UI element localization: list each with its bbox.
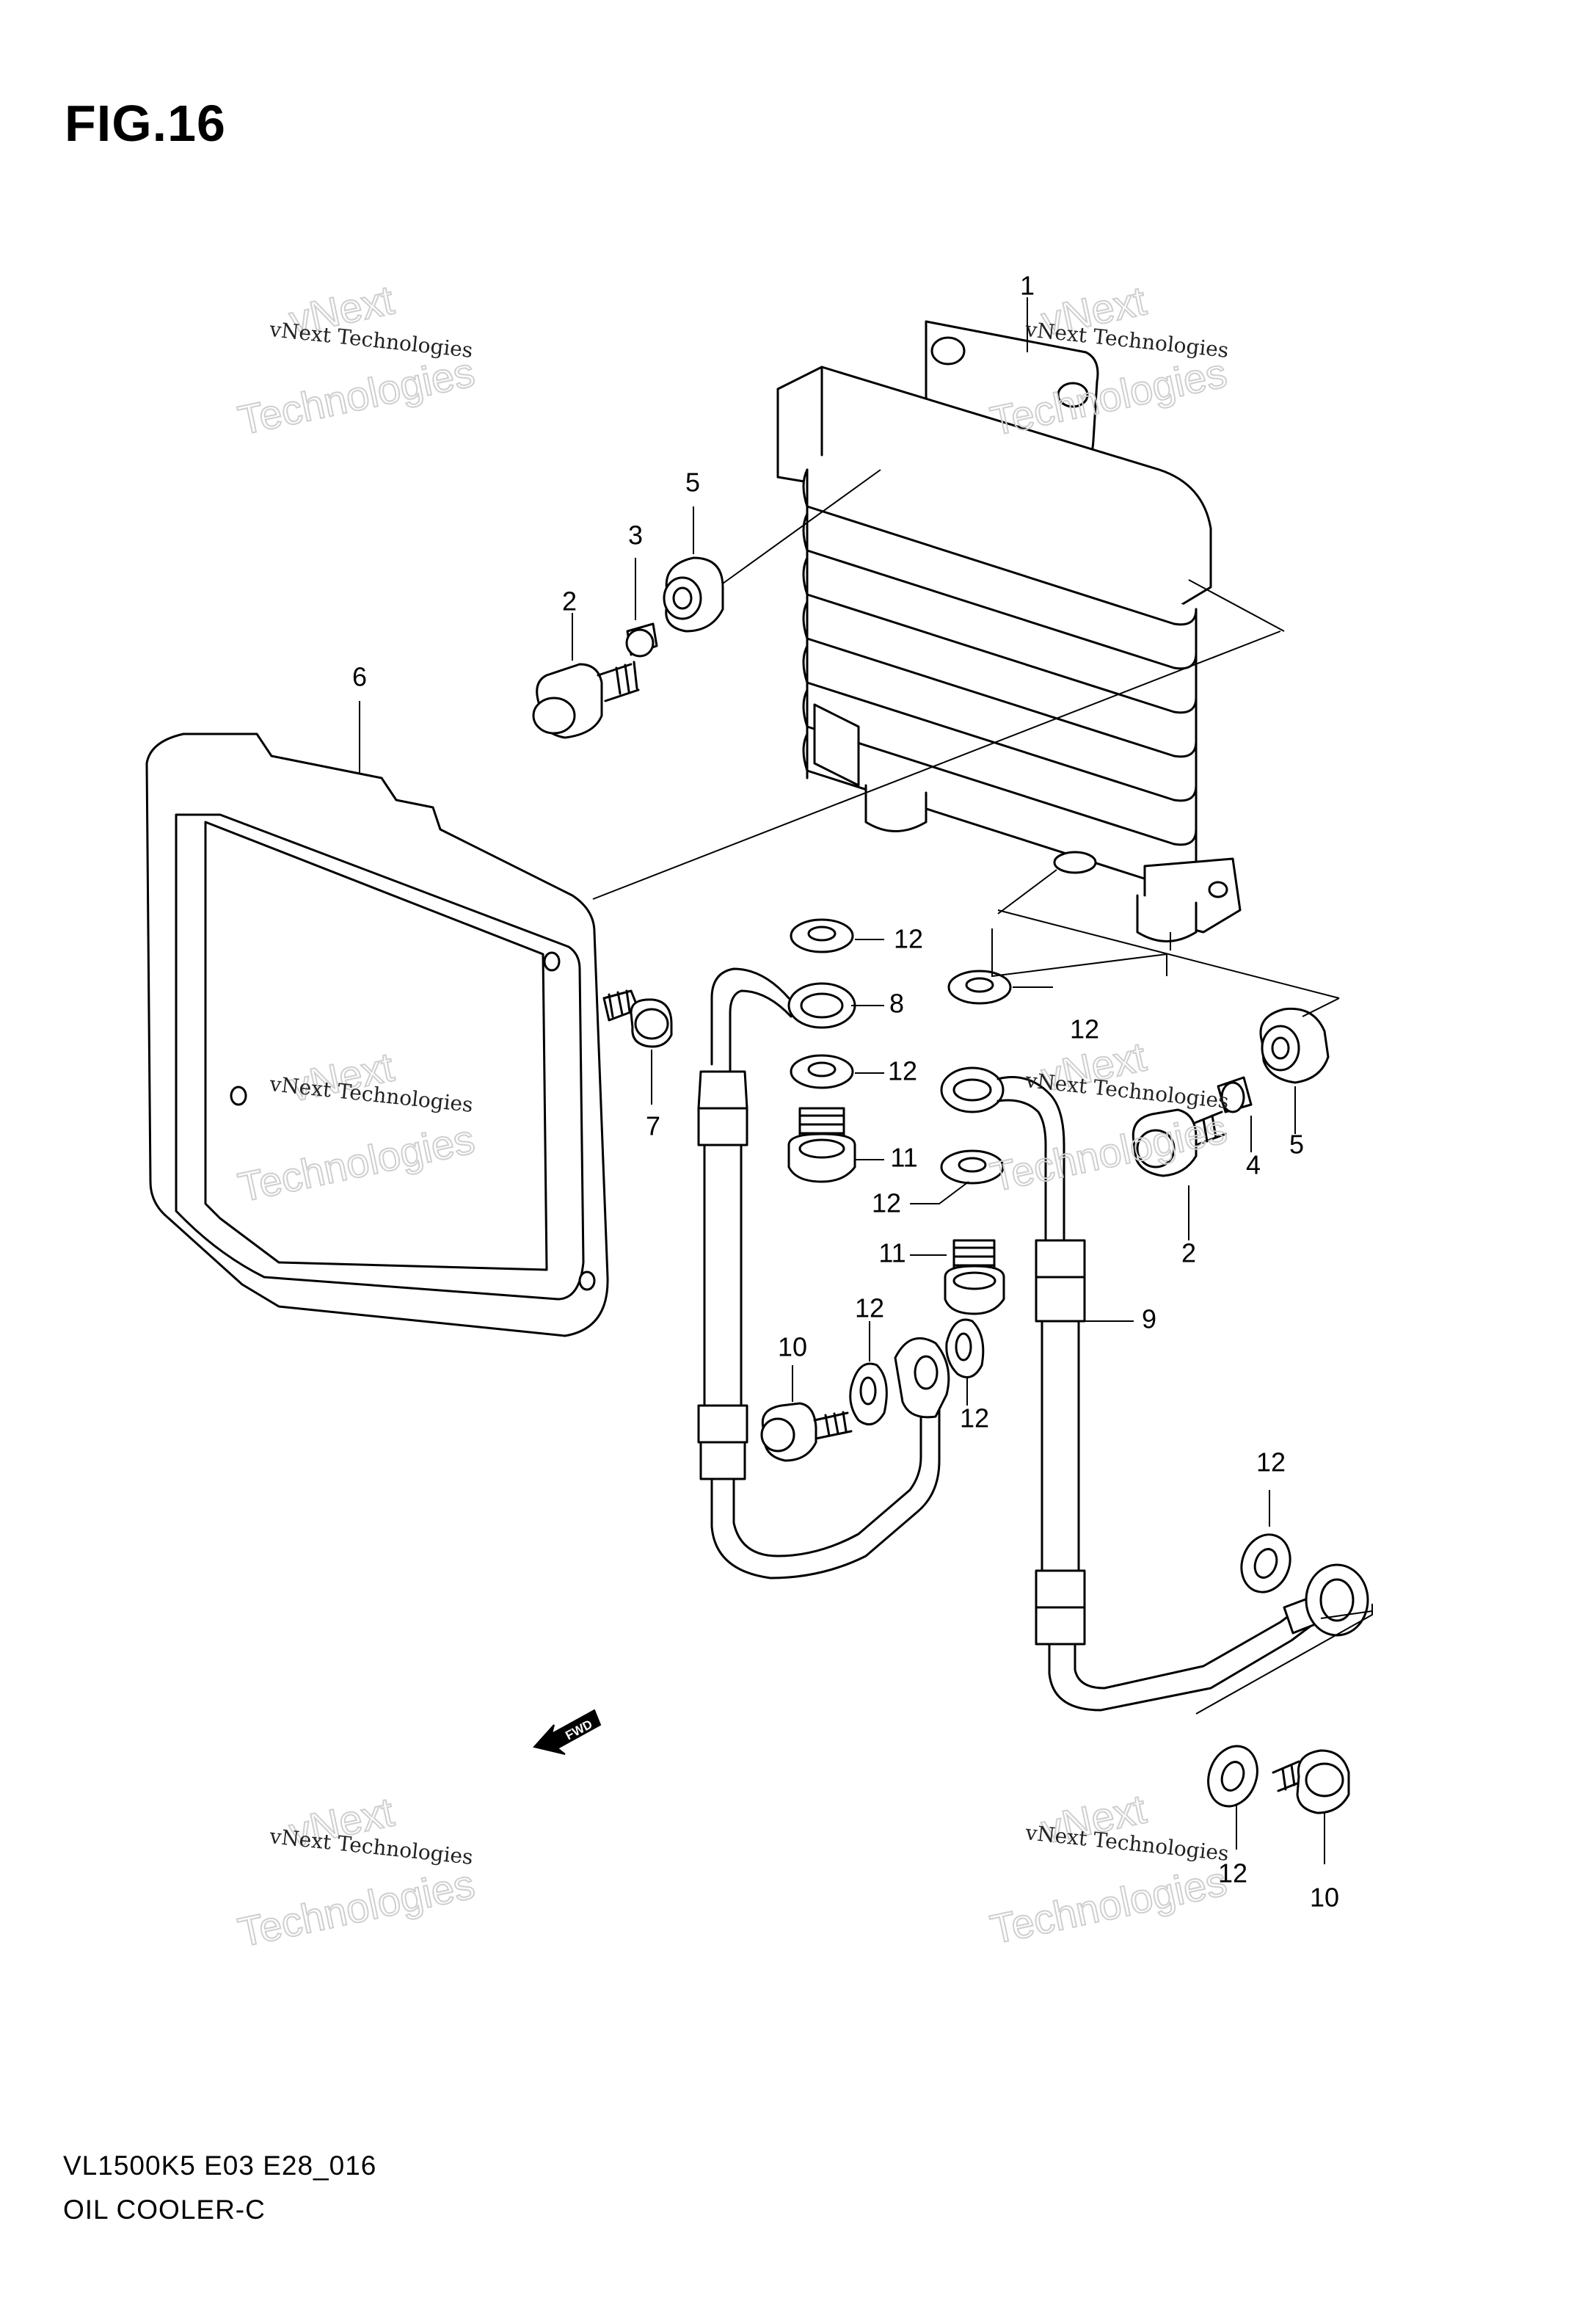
model-code: VL1500K5 E03 E28_016 <box>63 2151 377 2181</box>
lower-right-bolt-assembly <box>1195 1490 1373 1864</box>
callout-12-mid-left: 12 <box>888 1056 917 1086</box>
watermark-word: Technologies <box>234 1861 478 1956</box>
callout-5-upper: 5 <box>685 468 700 498</box>
callout-8: 8 <box>889 989 904 1019</box>
watermark-bottom-right: vNext vNext Technologies Technologies <box>985 1784 1231 1953</box>
callout-7: 7 <box>646 1111 660 1141</box>
callout-12-lower-left: 12 <box>855 1293 884 1323</box>
watermark-word: Technologies <box>234 349 478 444</box>
callout-11-lower: 11 <box>878 1238 906 1268</box>
callout-6: 6 <box>352 662 367 692</box>
oil-cooler-cover-frame <box>145 701 609 1337</box>
oil-hose-outlet <box>940 1066 1369 1712</box>
callout-12-mid: 12 <box>872 1188 901 1218</box>
callout-1: 1 <box>1020 271 1035 301</box>
callout-2-lower: 2 <box>1181 1238 1196 1268</box>
right-bolt-assembly <box>991 869 1340 1240</box>
callout-10-right: 10 <box>1310 1883 1339 1913</box>
oil-hose-inlet <box>697 967 950 1579</box>
watermark-word: Technologies <box>986 1105 1231 1201</box>
callout-12-top: 12 <box>894 924 923 954</box>
callout-5-lower: 5 <box>1289 1130 1304 1160</box>
figure-caption: OIL COOLER-C <box>63 2195 266 2225</box>
callout-4: 4 <box>1246 1150 1261 1180</box>
watermark-bottom-left: vNext vNext Technologies Technologies <box>233 1787 479 1956</box>
callout-2-upper: 2 <box>562 586 577 617</box>
watermark-top-left: vNext vNext Technologies Technologies <box>233 275 479 444</box>
figure-title: FIG.16 <box>65 95 226 152</box>
upper-bolt-assembly <box>532 469 881 739</box>
callout-10-left: 10 <box>778 1332 807 1362</box>
fwd-direction-arrow: FWD <box>533 1709 602 1755</box>
callout-11-upper: 11 <box>890 1143 917 1173</box>
watermark-word: Technologies <box>986 1858 1231 1953</box>
oil-cooler-core <box>592 297 1285 942</box>
callout-12-right-upper: 12 <box>1070 1014 1099 1044</box>
watermark-mid-right: vNext vNext Technologies Technologies <box>985 1032 1231 1201</box>
callout-12-bottom: 12 <box>1218 1858 1247 1889</box>
part-callouts: 1 2 2 3 4 5 5 6 7 8 9 10 10 11 11 12 12 … <box>352 271 1339 1913</box>
callout-3: 3 <box>628 520 643 550</box>
callout-12-lower-mid: 12 <box>960 1403 989 1433</box>
washers-and-banjo-bolts <box>760 918 1053 1462</box>
cover-bolt <box>602 989 673 1105</box>
callout-9: 9 <box>1142 1304 1156 1334</box>
callout-12-lower-right: 12 <box>1256 1447 1286 1477</box>
